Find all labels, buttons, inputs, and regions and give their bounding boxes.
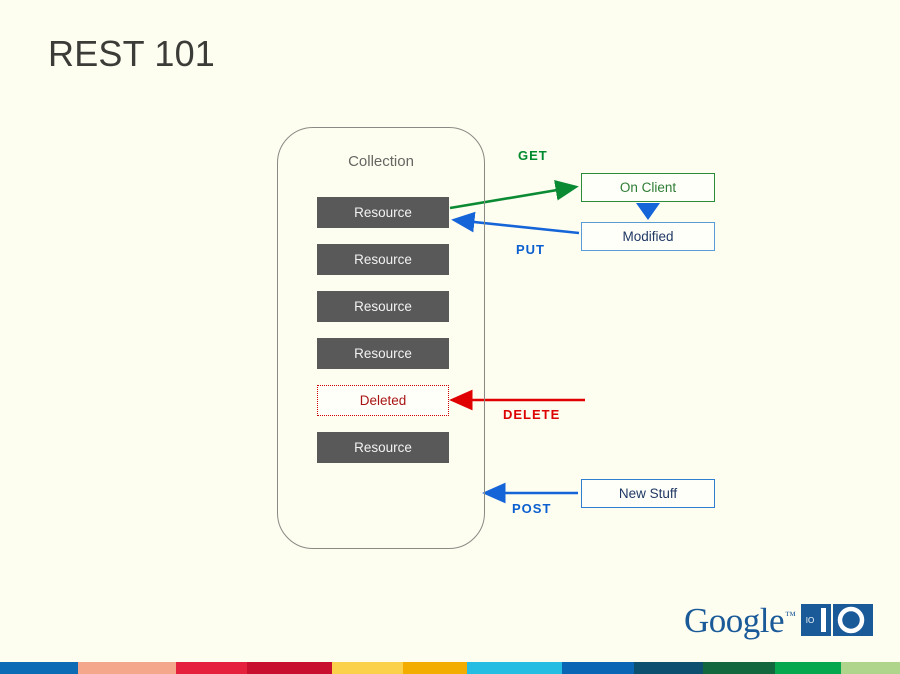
- arrow-get: [449, 179, 579, 210]
- box-new-stuff[interactable]: New Stuff: [581, 479, 715, 508]
- color-bar-segment: [562, 662, 634, 674]
- color-bar-segment: [467, 662, 562, 674]
- color-bar-segment: [247, 662, 332, 674]
- color-bar-segment: [0, 662, 78, 674]
- color-bar-segment: [403, 662, 467, 674]
- resource-box[interactable]: Resource: [317, 244, 449, 275]
- google-io-logo: Google™ IO: [684, 600, 874, 640]
- footer-color-bar: [0, 662, 900, 674]
- box-modified[interactable]: Modified: [581, 222, 715, 251]
- collection-container: [277, 127, 485, 549]
- verb-label-delete: DELETE: [503, 407, 561, 422]
- verb-label-get: GET: [518, 148, 548, 163]
- color-bar-segment: [634, 662, 703, 674]
- svg-text:IO: IO: [806, 616, 814, 625]
- trademark-icon: ™: [785, 609, 796, 622]
- color-bar-segment: [176, 662, 247, 674]
- verb-label-put: PUT: [516, 242, 545, 257]
- box-on-client[interactable]: On Client: [581, 173, 715, 202]
- collection-label: Collection: [348, 153, 414, 170]
- resource-box[interactable]: Resource: [317, 197, 449, 228]
- color-bar-segment: [332, 662, 403, 674]
- resource-box-deleted[interactable]: Deleted: [317, 385, 449, 416]
- color-bar-segment: [775, 662, 841, 674]
- verb-label-post: POST: [512, 501, 552, 516]
- io-badge-icon: IO: [801, 602, 874, 638]
- color-bar-segment: [703, 662, 775, 674]
- color-bar-segment: [841, 662, 900, 674]
- arrow-client-to-modified: [636, 203, 660, 220]
- google-wordmark: Google™: [684, 600, 796, 640]
- arrow-put: [451, 211, 580, 235]
- page-title: REST 101: [48, 33, 216, 74]
- color-bar-segment: [78, 662, 176, 674]
- resource-box[interactable]: Resource: [317, 432, 449, 463]
- resource-box[interactable]: Resource: [317, 338, 449, 369]
- resource-box[interactable]: Resource: [317, 291, 449, 322]
- google-wordmark-text: Google: [684, 600, 785, 640]
